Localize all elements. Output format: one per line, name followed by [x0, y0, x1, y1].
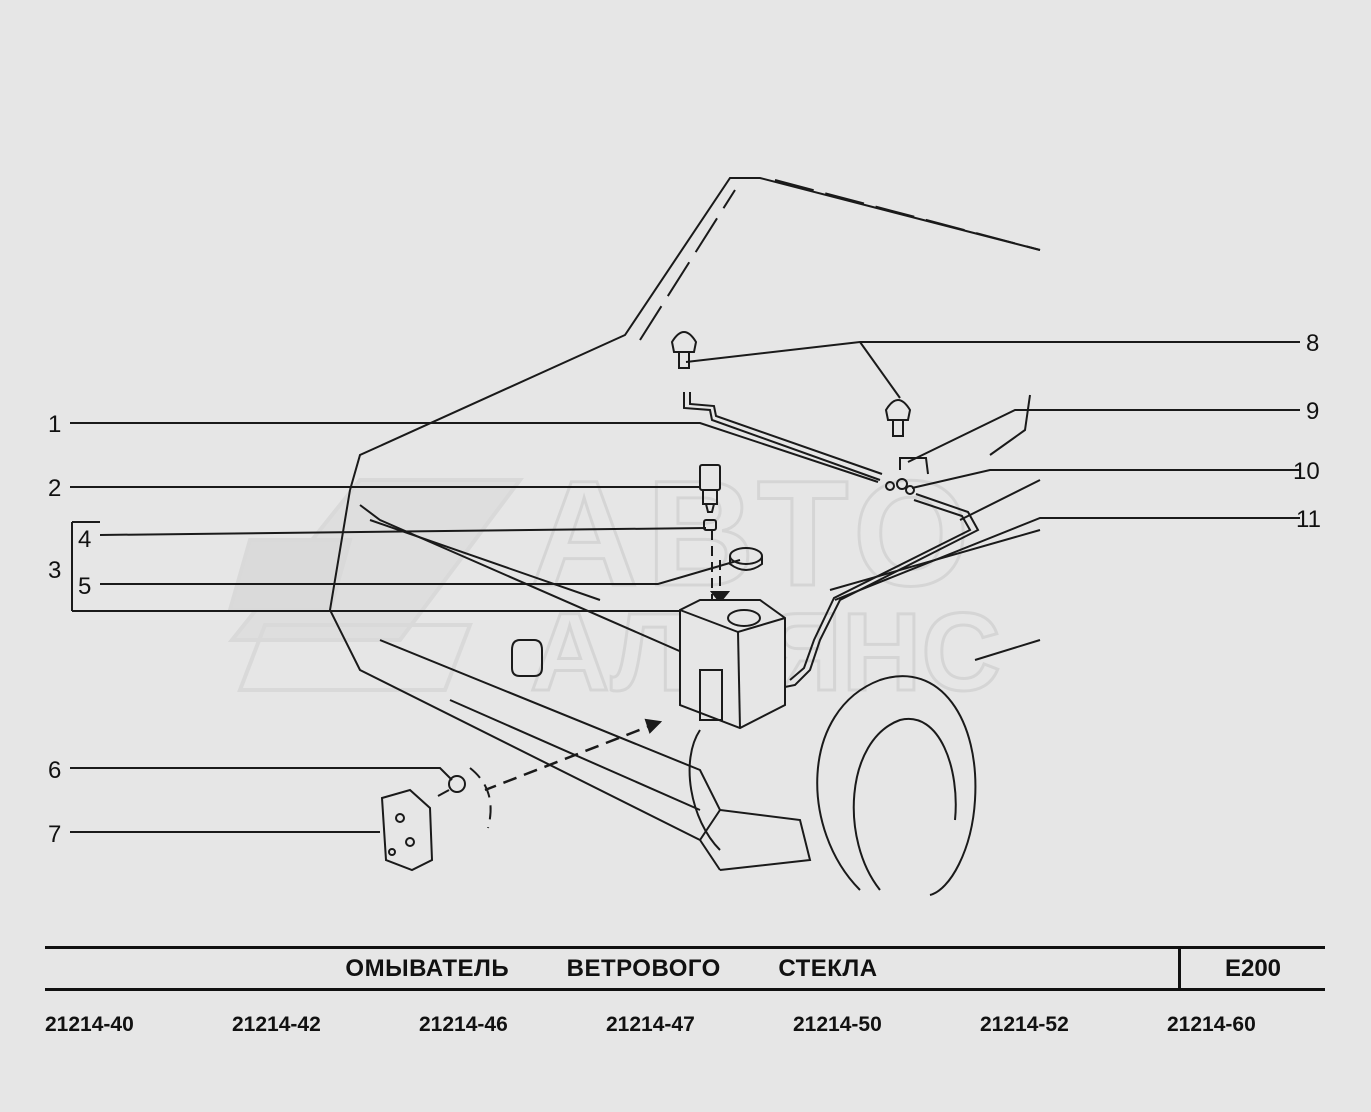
- callout-11: 11: [1296, 506, 1321, 533]
- hose: [683, 392, 881, 481]
- callout-3: 3: [48, 557, 61, 584]
- car-body-outline: [328, 177, 1041, 896]
- washer-parts: [380, 331, 980, 872]
- model-code: 21214-46: [419, 1013, 508, 1036]
- callout-1: 1: [48, 411, 61, 438]
- bracket: [380, 788, 434, 872]
- leader-lines: [70, 341, 1300, 833]
- title-divider: [1178, 949, 1181, 988]
- model-code: 21214-42: [232, 1013, 321, 1036]
- watermark: АВТО АЛЬЯНС: [227, 448, 1002, 716]
- model-code: 21214-50: [793, 1013, 882, 1036]
- callout-10: 10: [1293, 458, 1320, 485]
- callout-2: 2: [48, 475, 61, 502]
- callout-7: 7: [48, 821, 61, 848]
- callout-9: 9: [1306, 398, 1319, 425]
- callout-6: 6: [48, 757, 61, 784]
- hose-long: [779, 493, 980, 689]
- bolt: [437, 775, 466, 797]
- model-code: 21214-52: [980, 1013, 1069, 1036]
- model-code: 21214-47: [606, 1013, 695, 1036]
- reservoir: [679, 599, 786, 730]
- washer-pump: [699, 464, 721, 513]
- callout-4: 4: [78, 526, 91, 553]
- grommet: [703, 519, 717, 531]
- section-code: E200: [1224, 954, 1282, 982]
- model-code: 21214-60: [1167, 1013, 1256, 1036]
- connector-tube: [899, 457, 929, 475]
- reservoir-cap: [729, 547, 763, 571]
- tee-connector: [885, 478, 915, 495]
- callout-8: 8: [1306, 330, 1319, 357]
- nozzle-left: [670, 331, 698, 369]
- title-block: ОМЫВАТЕЛЬ ВЕТРОВОГО СТЕКЛА E200: [45, 946, 1325, 991]
- watermark-line1: АВТО: [530, 449, 978, 617]
- model-code: 21214-40: [45, 1013, 134, 1036]
- nozzle-right: [884, 399, 912, 437]
- callout-5: 5: [78, 573, 91, 600]
- model-list: 21214-40 21214-42 21214-46 21214-47 2121…: [45, 1013, 1325, 1043]
- page-title: ОМЫВАТЕЛЬ ВЕТРОВОГО СТЕКЛА: [345, 954, 878, 982]
- callouts: 1 2 3 4 5 6 7 8 9 10 11: [48, 330, 1321, 848]
